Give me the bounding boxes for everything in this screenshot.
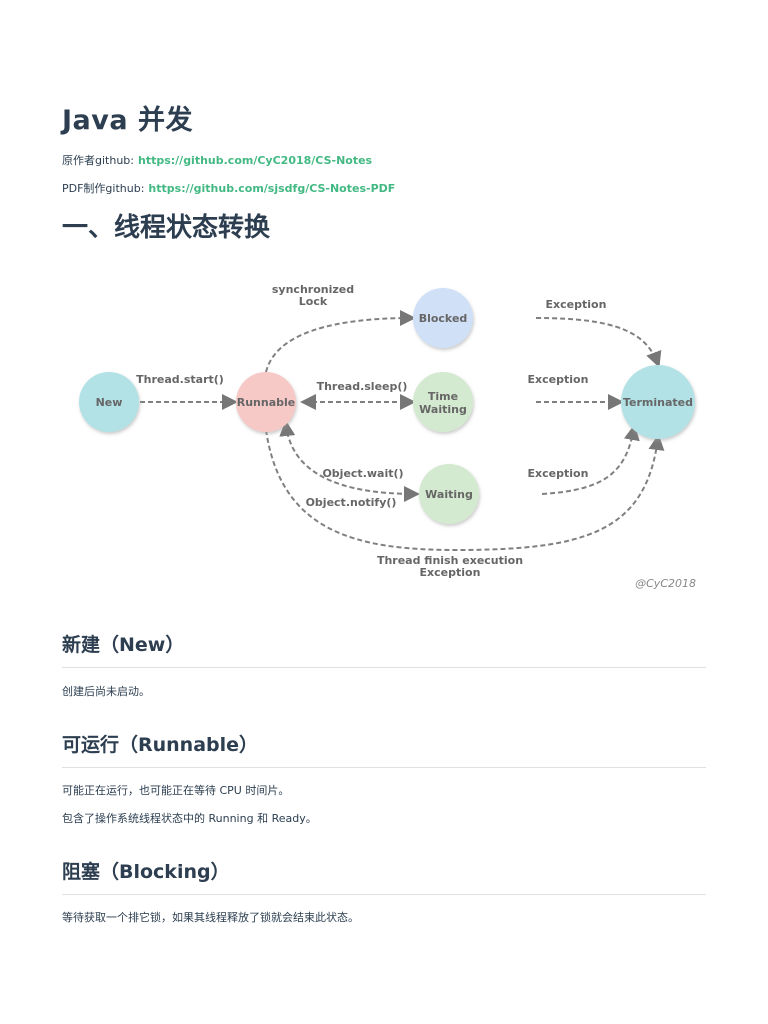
edge-blocked-terminated [535, 317, 662, 368]
label-synchronized: synchronized [272, 283, 354, 296]
edge-waiting-terminated [541, 424, 640, 495]
label-exception-time: Exception [528, 373, 589, 386]
label-thread-finish: Thread finish execution [377, 554, 523, 567]
label-object-notify: Object.notify() [306, 496, 397, 509]
node-blocked-label: Blocked [419, 312, 468, 325]
node-blocked-circle [413, 288, 473, 348]
node-time-waiting-circle [413, 372, 473, 432]
pdf-maker-line: PDF制作github:https://github.com/sjsdfg/CS… [62, 180, 395, 196]
node-terminated-circle [621, 365, 695, 439]
edge-runnable-waiting [279, 420, 420, 502]
section-title-blocking: 阻塞（Blocking） [62, 857, 706, 895]
node-time-waiting: Time Waiting [413, 372, 473, 432]
section-title-new: 新建（New） [62, 630, 706, 668]
diagram-watermark: @CyC2018 [635, 577, 696, 590]
label-object-wait: Object.wait() [322, 467, 403, 480]
node-time-waiting-label-1: Time [428, 390, 458, 403]
label-lock: Lock [299, 295, 328, 308]
edge-runnable-terminated [265, 429, 665, 552]
thread-state-diagram: New Runnable Blocked Time Waiting Waitin… [79, 283, 696, 590]
node-waiting-label: Waiting [425, 488, 473, 501]
node-time-waiting-label-2: Waiting [419, 403, 467, 416]
node-new: New [79, 372, 139, 432]
label-exception-blocked: Exception [546, 298, 607, 311]
section-runnable-paragraph-1: 可能正在运行，也可能正在等待 CPU 时间片。 [62, 784, 290, 797]
section-title-thread-state: 一、线程状态转换 [62, 213, 271, 243]
origin-author-label: 原作者github: [62, 154, 134, 167]
pdf-maker-label: PDF制作github: [62, 182, 145, 195]
label-exception-finish: Exception [420, 566, 481, 579]
node-terminated-label: Terminated [623, 396, 693, 409]
node-new-label: New [96, 396, 123, 409]
label-thread-sleep: Thread.sleep() [317, 380, 408, 393]
edge-runnable-blocked [265, 310, 416, 373]
node-blocked: Blocked [413, 288, 473, 348]
origin-author-link[interactable]: https://github.com/CyC2018/CS-Notes [137, 154, 373, 167]
section-runnable-paragraph-2: 包含了操作系统线程状态中的 Running 和 Ready。 [62, 812, 317, 825]
pdf-maker-link[interactable]: https://github.com/sjsdfg/CS-Notes-PDF [148, 182, 396, 195]
node-runnable-circle [236, 372, 296, 432]
node-waiting: Waiting [419, 464, 479, 524]
origin-author-line: 原作者github:https://github.com/CyC2018/CS-… [62, 152, 372, 168]
node-waiting-circle [419, 464, 479, 524]
section-title-runnable: 可运行（Runnable） [62, 730, 706, 768]
label-thread-start: Thread.start() [136, 373, 224, 386]
node-runnable-label: Runnable [237, 396, 296, 409]
node-runnable: Runnable [236, 372, 296, 432]
section-new-paragraph: 创建后尚未启动。 [62, 685, 150, 698]
node-new-circle [79, 372, 139, 432]
page-title: Java 并发 [62, 105, 193, 136]
node-terminated: Terminated [621, 365, 695, 439]
section-blocking-paragraph: 等待获取一个排它锁，如果其线程释放了锁就会结束此状态。 [62, 911, 359, 924]
label-exception-waiting: Exception [528, 467, 589, 480]
